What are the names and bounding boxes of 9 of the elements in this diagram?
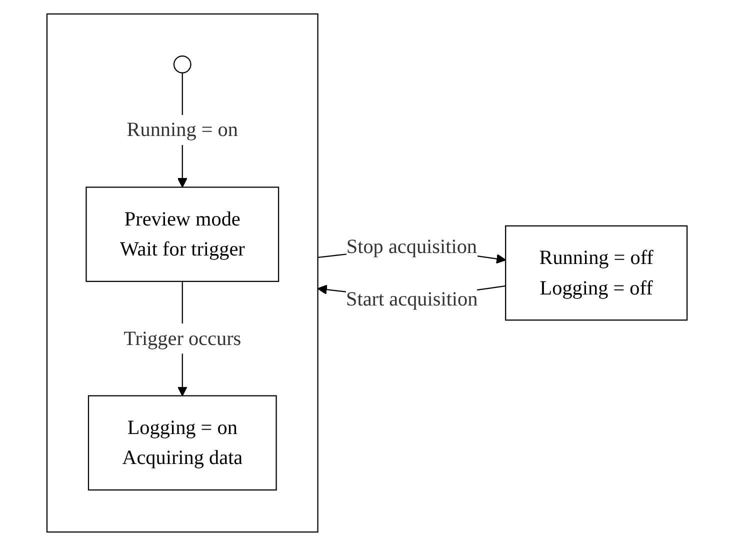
edge-label: Trigger occurs — [124, 326, 242, 350]
edge-label: Start acquisition — [346, 288, 478, 310]
node-box: Running = off Logging = off — [506, 225, 688, 321]
edge-label: Stop acquisition — [346, 234, 478, 258]
edge-label: Running = on — [127, 118, 238, 141]
cluster — [46, 13, 319, 533]
node-box: Logging = on Acquiring data — [88, 395, 278, 491]
node-circle — [174, 55, 192, 74]
node-box: Preview mode Wait for trigger — [86, 186, 280, 282]
